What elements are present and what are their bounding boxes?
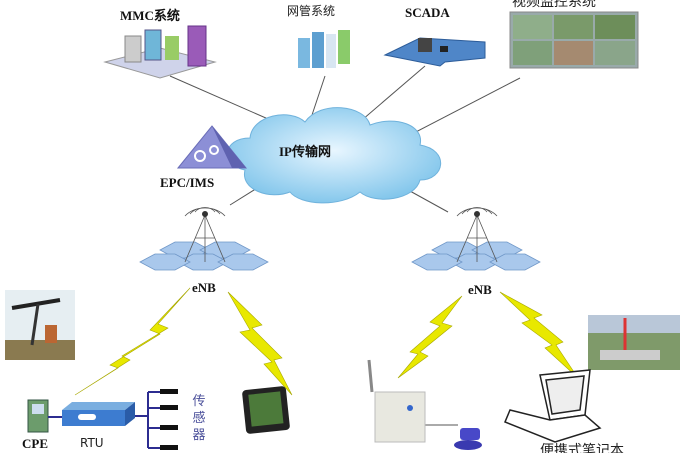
epc-ims-label: EPC/IMS xyxy=(160,175,215,190)
video-monitor-icon xyxy=(509,11,639,69)
lightning-icon xyxy=(397,295,463,379)
link-nms xyxy=(311,75,326,116)
wireless-router-icon xyxy=(367,359,426,443)
rtu-label: RTU xyxy=(80,436,104,450)
laptop-icon xyxy=(504,369,602,443)
link-scada xyxy=(361,65,426,121)
scada-system-icon xyxy=(383,37,486,67)
epc-ims-icon xyxy=(176,125,248,169)
mmc-system-icon xyxy=(103,25,217,79)
lightning-icons xyxy=(74,287,579,396)
enb-right-label: eNB xyxy=(468,282,492,297)
ip-network-label: IP传输网 xyxy=(279,144,332,159)
sensor-char: 器 xyxy=(192,428,206,443)
link-video xyxy=(409,77,521,136)
lightning-icon xyxy=(74,287,191,396)
cpe-label: CPE xyxy=(22,436,48,451)
rtu-icon xyxy=(62,402,135,426)
sensor-char: 感 xyxy=(192,411,206,426)
cloud-icon xyxy=(227,107,442,204)
sensor-lines xyxy=(135,391,160,449)
enb-tower-icon-right xyxy=(411,207,541,271)
lightning-icon xyxy=(499,291,579,379)
sensor-char: 传 xyxy=(192,394,206,409)
cpe-icon xyxy=(27,399,49,433)
oil-pump-photo xyxy=(5,290,75,360)
laptop-label: 便携式笔记本 xyxy=(540,443,624,453)
nms-system-icon xyxy=(298,30,350,68)
enb-left-label: eNB xyxy=(192,280,216,295)
sensor-label: 传 感 器 xyxy=(192,393,206,444)
camera-icon xyxy=(454,428,482,450)
nms-system-label: 网管系统 xyxy=(287,4,336,18)
smartphone-icon xyxy=(242,386,290,434)
enb-tower-icon-left xyxy=(139,207,269,271)
mmc-system-label: MMC系统 xyxy=(120,8,180,23)
lightning-icon xyxy=(227,291,293,396)
drilling-site-photo xyxy=(588,315,680,370)
video-system-label: 视频监控系统 xyxy=(512,0,596,10)
scada-label: SCADA xyxy=(405,5,450,20)
link-mmc xyxy=(169,75,276,123)
